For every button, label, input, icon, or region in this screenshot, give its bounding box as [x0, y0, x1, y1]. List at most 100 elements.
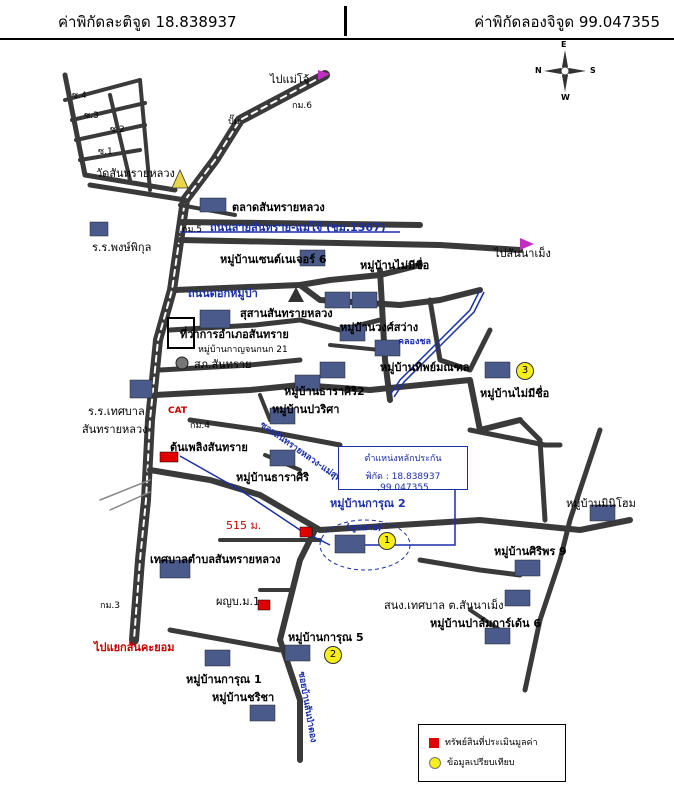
compass-n: N: [535, 66, 542, 75]
house-icon: [484, 361, 511, 379]
legend-row-yellow: ข้อมูลเปรียบเทียบ: [429, 755, 515, 769]
compass-s: S: [590, 66, 596, 75]
label-tessaban-office: เทศบาลตำบลสันทรายหลวง: [150, 553, 281, 566]
label-to-sannameng: ไปสันนาเม็ง: [494, 247, 551, 260]
label-distance: 515 ม.: [226, 519, 262, 532]
header-bar: ค่าพิกัดละติจูด 18.838937 ค่าพิกัดลองจิจ…: [0, 0, 674, 40]
label-dukhay: (ดูขยาย): [346, 523, 382, 533]
map-legend: ทรัพย์สินที่ประเมินมูลค่า ข้อมูลเปรียบเท…: [418, 724, 566, 782]
red-swatch-icon: [429, 737, 439, 748]
label-village-thipmonthon: หมู่บ้านทิพย์มณฑล: [380, 361, 470, 374]
legend-red-label: ทรัพย์สินที่ประเมินมูลค่า: [445, 738, 538, 748]
label-village-minihome: หมู่บ้านมินิโฮม: [566, 497, 636, 510]
marker-2: 2: [324, 646, 342, 664]
label-village-palmgarden: หมู่บ้านปาล์มการ์เด้น 6: [430, 617, 541, 630]
house-icon: [339, 324, 366, 342]
house-icon: [484, 627, 511, 645]
house-icon: [269, 407, 296, 425]
house-icon: [204, 649, 231, 667]
label-village-noname1: หมู่บ้านไม่มีชื่อ: [360, 259, 430, 272]
label-soi1: ซ.1: [98, 147, 113, 157]
label-km3: กม.3: [100, 601, 120, 611]
house-icon: [334, 534, 366, 554]
house-icon: [269, 449, 296, 467]
school-icon: [129, 379, 153, 399]
temple-icon: [171, 169, 189, 189]
house-icon: [319, 361, 346, 379]
label-village-thara2: หมู่บ้านธาราศิริ2: [284, 385, 365, 398]
red-building-icon: [159, 451, 179, 463]
label-cat: CAT: [168, 406, 188, 416]
label-canal: คลองชล: [398, 337, 431, 347]
label-to-sankhayom: ไปแยกสันคะยอม: [94, 641, 175, 654]
label-market: ตลาดสันทรายหลวง: [232, 201, 325, 214]
label-school-tessaban: ร.ร.เทศบาล: [88, 405, 145, 418]
label-wat: วัดสันทรายหลวง: [96, 167, 175, 180]
marker-1: 1: [378, 532, 396, 550]
label-village-siriporn: หมู่บ้านศิริพร 9: [494, 545, 567, 558]
house-icon: [589, 504, 616, 522]
label-village-wongsawang: หมู่บ้านวงศ์สว่าง: [340, 321, 419, 334]
label-village-kanchanok: หมู่บ้านกาญจนกนก 21: [198, 345, 288, 355]
focus-ellipse: [319, 519, 411, 571]
house-icon: [299, 249, 326, 267]
house-icon: [294, 374, 321, 392]
house-icon: [374, 339, 401, 357]
label-school-pong: ร.ร.พงษ์พิกุล: [92, 241, 152, 254]
legend-yellow-label: ข้อมูลเปรียบเทียบ: [447, 758, 515, 768]
label-km5: กม.5: [182, 225, 202, 235]
coord-title: ตำแหน่งหลักประกัน: [364, 454, 442, 464]
label-soi4: ซ.4: [72, 91, 87, 101]
label-police: สภ.สันทราย: [194, 358, 252, 371]
longitude-label: ค่าพิกัดลองจิจูด 99.047355: [474, 13, 660, 31]
label-village-karun1: หมู่บ้านการุณ 1: [186, 673, 262, 686]
legend-row-red: ทรัพย์สินที่ประเมินมูลค่า: [429, 735, 538, 749]
house-icon: [249, 704, 276, 722]
property-marker: [299, 526, 313, 538]
label-pump: ปั๊ม: [228, 117, 240, 127]
compass-e: E: [561, 40, 567, 49]
label-village-center6: หมู่บ้านเซนต์เนเจอร์ 6: [220, 253, 327, 266]
compass-w: W: [561, 93, 570, 102]
label-road-1367: ถนนสายสันทราย-แม่โจ้ (ชม.1367): [210, 221, 386, 234]
label-to-maejo: ไปแม่โจ้: [270, 73, 310, 86]
label-village-pawisa: หมู่บ้านปวริศา: [272, 403, 340, 416]
label-district-office: ที่ว่าการอำเภอสันทราย: [180, 328, 289, 341]
label-village-thara: หมู่บ้านธาราศิริ: [236, 471, 310, 484]
label-village-charita: หมู่บ้านชริชา: [212, 691, 275, 704]
label-cemetery: สุสานสันทรายหลวง: [240, 307, 333, 320]
red-building-icon: [257, 599, 271, 611]
label-road-dokmai: ถนนดอกหมู่ป่า: [188, 287, 258, 300]
office-icon: [159, 559, 191, 579]
coordinate-box: ตำแหน่งหลักประกัน พิกัด : 18.838937 ,99.…: [338, 446, 468, 493]
label-km4: กม.4: [190, 421, 210, 431]
label-village-karun2: หมู่บ้านการุณ 2: [330, 497, 406, 510]
school-icon: [89, 221, 109, 237]
label-phuyai: ผญบ.ม.1: [216, 595, 261, 608]
label-km6: กม.6: [292, 101, 312, 111]
coord-value: พิกัด : 18.838937 ,99.047355: [365, 472, 441, 493]
canal-line: [389, 289, 481, 396]
label-soi2: ซ.2: [110, 125, 125, 135]
church-icon: [288, 287, 304, 302]
market-icon: [199, 197, 227, 213]
house-icon: [351, 291, 378, 309]
label-school-tessaban2: สันทรายหลวง: [82, 423, 148, 436]
route-line: [179, 455, 331, 546]
house-icon: [284, 644, 311, 662]
latitude-label: ค่าพิกัดละติจูด 18.838937: [58, 13, 237, 31]
label-village-noname3: หมู่บ้านไม่มีชื่อ: [480, 387, 550, 400]
yellow-circle-icon: [429, 756, 441, 769]
arrow-icon: [318, 70, 330, 80]
marker-3: 3: [516, 362, 534, 380]
label-village-karun5: หมู่บ้านการุณ 5: [288, 631, 364, 644]
house-icon: [514, 559, 541, 577]
house-icon: [504, 589, 531, 607]
label-sanang-tessaban: สนง.เทศบาล ต.สันนาเม็ง: [384, 599, 504, 612]
police-icon: [175, 356, 189, 370]
district-box: [167, 317, 195, 349]
label-tree: ต้นเพลิงสันทราย: [170, 441, 248, 454]
compass-icon: [544, 50, 586, 92]
